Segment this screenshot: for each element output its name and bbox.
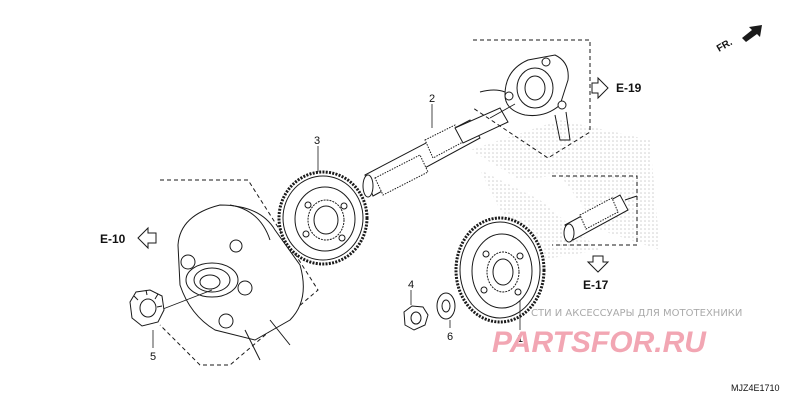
watermark-logo: PARTSFOR.RU bbox=[492, 326, 707, 359]
arrow-down-e17 bbox=[586, 255, 610, 273]
front-indicator: FR. bbox=[715, 37, 735, 55]
flange-nut bbox=[403, 290, 429, 331]
shaft-assembly-e17 bbox=[552, 175, 638, 246]
ref-e10: E-10 bbox=[100, 232, 126, 246]
callout-3: 3 bbox=[314, 135, 320, 147]
watermark-tagline: СТИ И АКСЕССУАРЫ ДЛЯ МОТОТЕХНИКИ bbox=[531, 308, 742, 319]
bearing-holder-assembly bbox=[472, 39, 591, 159]
callout-4: 4 bbox=[408, 279, 414, 291]
castle-nut bbox=[129, 289, 213, 348]
ref-e17: E-17 bbox=[583, 278, 609, 292]
washer bbox=[436, 292, 456, 328]
gear-large-bottom bbox=[454, 216, 546, 330]
diagram-code: MJZ4E1710 bbox=[731, 383, 780, 393]
arrow-right-e19 bbox=[591, 76, 609, 100]
ref-e19: E-19 bbox=[616, 81, 642, 95]
callout-1: 1 bbox=[517, 333, 523, 345]
arrow-left-e10 bbox=[137, 226, 157, 250]
front-arrow-icon bbox=[742, 25, 762, 42]
crankcase-assembly bbox=[159, 179, 319, 366]
callout-6: 6 bbox=[447, 331, 453, 343]
callout-5: 5 bbox=[150, 351, 156, 363]
countershaft bbox=[362, 104, 509, 198]
gear-large-top bbox=[277, 146, 369, 266]
callout-2: 2 bbox=[429, 93, 435, 105]
